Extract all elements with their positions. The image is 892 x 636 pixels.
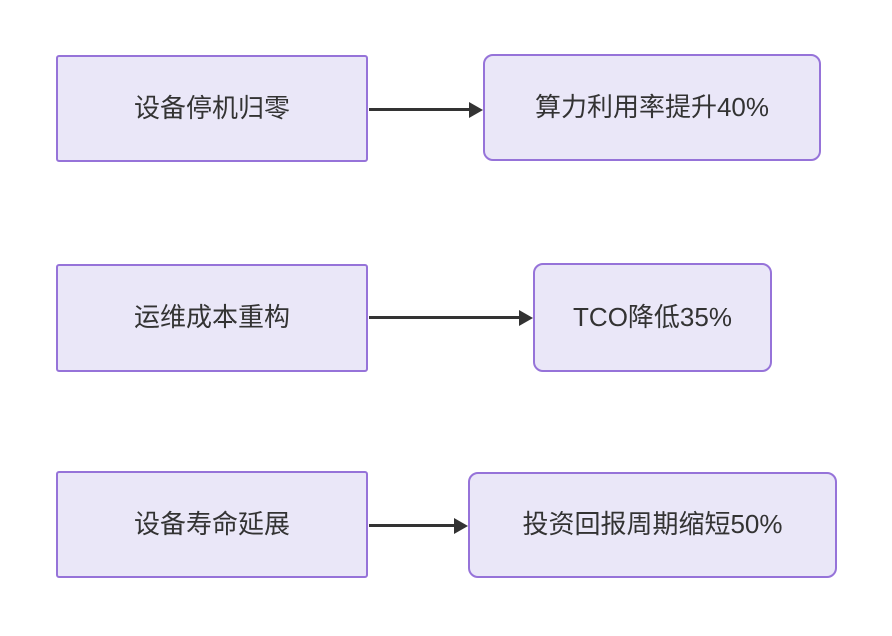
arrow-right-icon (369, 524, 454, 527)
node-source-1-label: 设备停机归零 (133, 92, 290, 123)
node-source-3-label: 设备寿命延展 (133, 508, 290, 539)
node-target-2-label: TCO降低35% (573, 301, 732, 332)
node-target-3-label: 投资回报周期缩短50% (522, 509, 783, 540)
node-source-1: 设备停机归零 (56, 55, 368, 162)
node-source-3: 设备寿命延展 (56, 471, 368, 578)
node-source-2: 运维成本重构 (56, 264, 368, 372)
node-target-2: TCO降低35% (533, 263, 772, 372)
arrow-right-icon (369, 108, 469, 111)
node-source-2-label: 运维成本重构 (133, 302, 290, 333)
arrow-right-icon (369, 316, 519, 319)
node-target-1-label: 算力利用率提升40% (534, 91, 770, 122)
node-target-3: 投资回报周期缩短50% (468, 472, 837, 578)
node-target-1: 算力利用率提升40% (483, 54, 821, 161)
